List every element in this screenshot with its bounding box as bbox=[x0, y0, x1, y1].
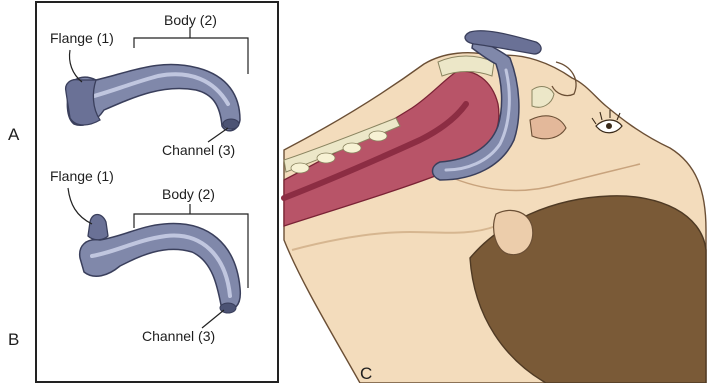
panel-label-c: C bbox=[360, 364, 372, 384]
head-illustration bbox=[284, 31, 706, 383]
label-b-flange: Flange (1) bbox=[50, 168, 114, 184]
pupil bbox=[606, 123, 612, 129]
panel-label-b: B bbox=[8, 330, 19, 350]
airway-a-channel-opening bbox=[223, 119, 239, 129]
panel-label-a: A bbox=[8, 125, 19, 145]
device-panel-frame bbox=[36, 2, 278, 382]
label-a-flange: Flange (1) bbox=[50, 30, 114, 46]
label-b-body: Body (2) bbox=[162, 186, 215, 202]
label-a-channel: Channel (3) bbox=[162, 142, 235, 158]
ear bbox=[494, 210, 533, 254]
label-b-channel: Channel (3) bbox=[142, 328, 215, 344]
label-a-body: Body (2) bbox=[164, 12, 217, 28]
